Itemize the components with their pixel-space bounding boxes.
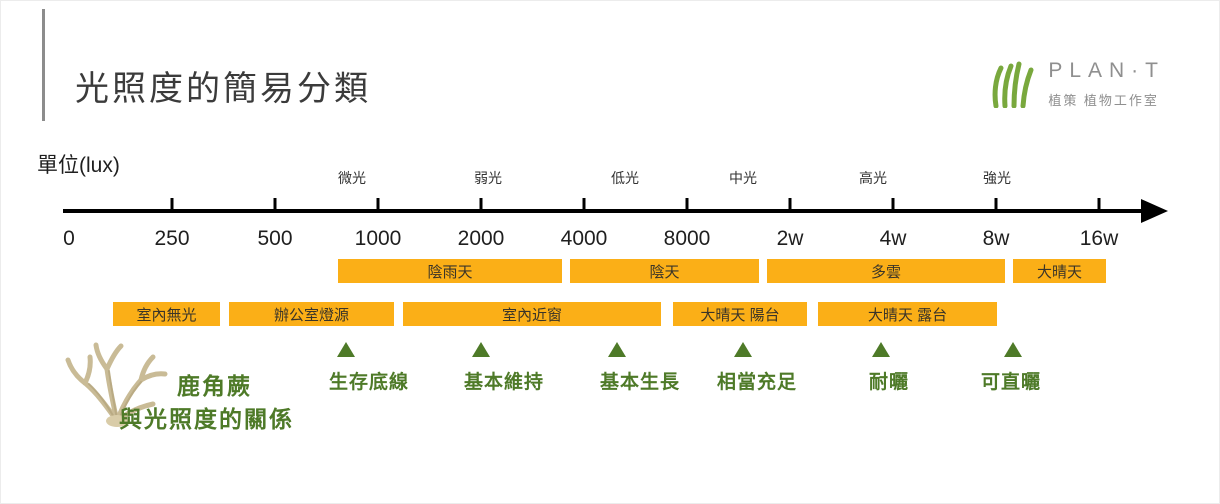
light-category-weak: 弱光: [474, 170, 502, 186]
band-sunny-day: 大晴天: [1013, 259, 1106, 283]
marker-triangle-icon: [472, 342, 490, 357]
axis-tick-label: 4w: [879, 227, 907, 250]
band-indoor-near-window: 室內近窗: [403, 302, 661, 326]
marker-sun-tolerant: 耐曬: [868, 372, 910, 393]
axis-tick-label: 2000: [457, 227, 505, 250]
light-category-high: 高光: [859, 170, 887, 186]
axis-tick: [273, 198, 277, 211]
axis-tick-label: 250: [154, 227, 190, 250]
marker-triangle-icon: [872, 342, 890, 357]
axis-line: [63, 209, 1143, 213]
axis-unit-label: 單位(lux): [37, 154, 120, 177]
band-overcast: 陰天: [570, 259, 759, 283]
footer-title-line1: 鹿角蕨: [177, 373, 252, 399]
footer-title-line2: 與光照度的關係: [119, 406, 294, 432]
axis-tick-label: 500: [257, 227, 293, 250]
axis-tick: [685, 198, 689, 211]
axis-tick: [479, 198, 483, 211]
marker-direct-sun-ok: 可直曬: [980, 372, 1042, 393]
axis-tick: [170, 198, 174, 211]
marker-basic-maintain: 基本維持: [463, 372, 545, 393]
axis-tick-label: 16w: [1079, 227, 1119, 250]
axis-arrow-icon: [1141, 199, 1168, 223]
axis-tick-label: 1000: [354, 227, 402, 250]
marker-triangle-icon: [734, 342, 752, 357]
logo-brand-text: PLAN·T: [1048, 59, 1165, 82]
axis-tick: [891, 198, 895, 211]
axis-tick: [376, 198, 380, 211]
marker-triangle-icon: [1004, 342, 1022, 357]
marker-triangle-icon: [608, 342, 626, 357]
axis-tick: [582, 198, 586, 211]
axis-tick: [1097, 198, 1101, 211]
light-category-faint: 微光: [338, 170, 366, 186]
band-office-lighting: 辦公室燈源: [229, 302, 394, 326]
page-title: 光照度的簡易分類: [75, 70, 371, 108]
logo-subtitle: 植策 植物工作室: [1048, 93, 1159, 108]
accent-bar: [42, 9, 45, 121]
axis-tick-label: 8w: [982, 227, 1010, 250]
marker-basic-growth: 基本生長: [599, 372, 681, 393]
marker-triangle-icon: [337, 342, 355, 357]
axis-tick-label: 4000: [560, 227, 608, 250]
light-category-medium: 中光: [729, 170, 757, 186]
band-indoor-no-light: 室內無光: [113, 302, 220, 326]
marker-survival-baseline: 生存底線: [328, 372, 410, 393]
logo-text-block: PLAN·T 植策 植物工作室: [1048, 59, 1165, 109]
axis-tick: [994, 198, 998, 211]
plant-logo-icon: [992, 61, 1034, 108]
staghorn-fern-illustration: [65, 342, 168, 427]
axis-tick-label: 0: [63, 227, 75, 250]
axis-tick-label: 2w: [776, 227, 804, 250]
light-category-low: 低光: [611, 170, 639, 186]
axis-tick: [788, 198, 792, 211]
band-sunny-balcony: 大晴天 陽台: [673, 302, 807, 326]
band-rainy-day: 陰雨天: [338, 259, 562, 283]
axis-tick-label: 8000: [663, 227, 711, 250]
band-partly-cloudy: 多雲: [767, 259, 1005, 283]
brand-logo: PLAN·T 植策 植物工作室: [991, 59, 1165, 109]
band-sunny-terrace: 大晴天 露台: [818, 302, 997, 326]
marker-quite-sufficient: 相當充足: [716, 372, 798, 393]
light-category-strong: 強光: [983, 170, 1011, 186]
